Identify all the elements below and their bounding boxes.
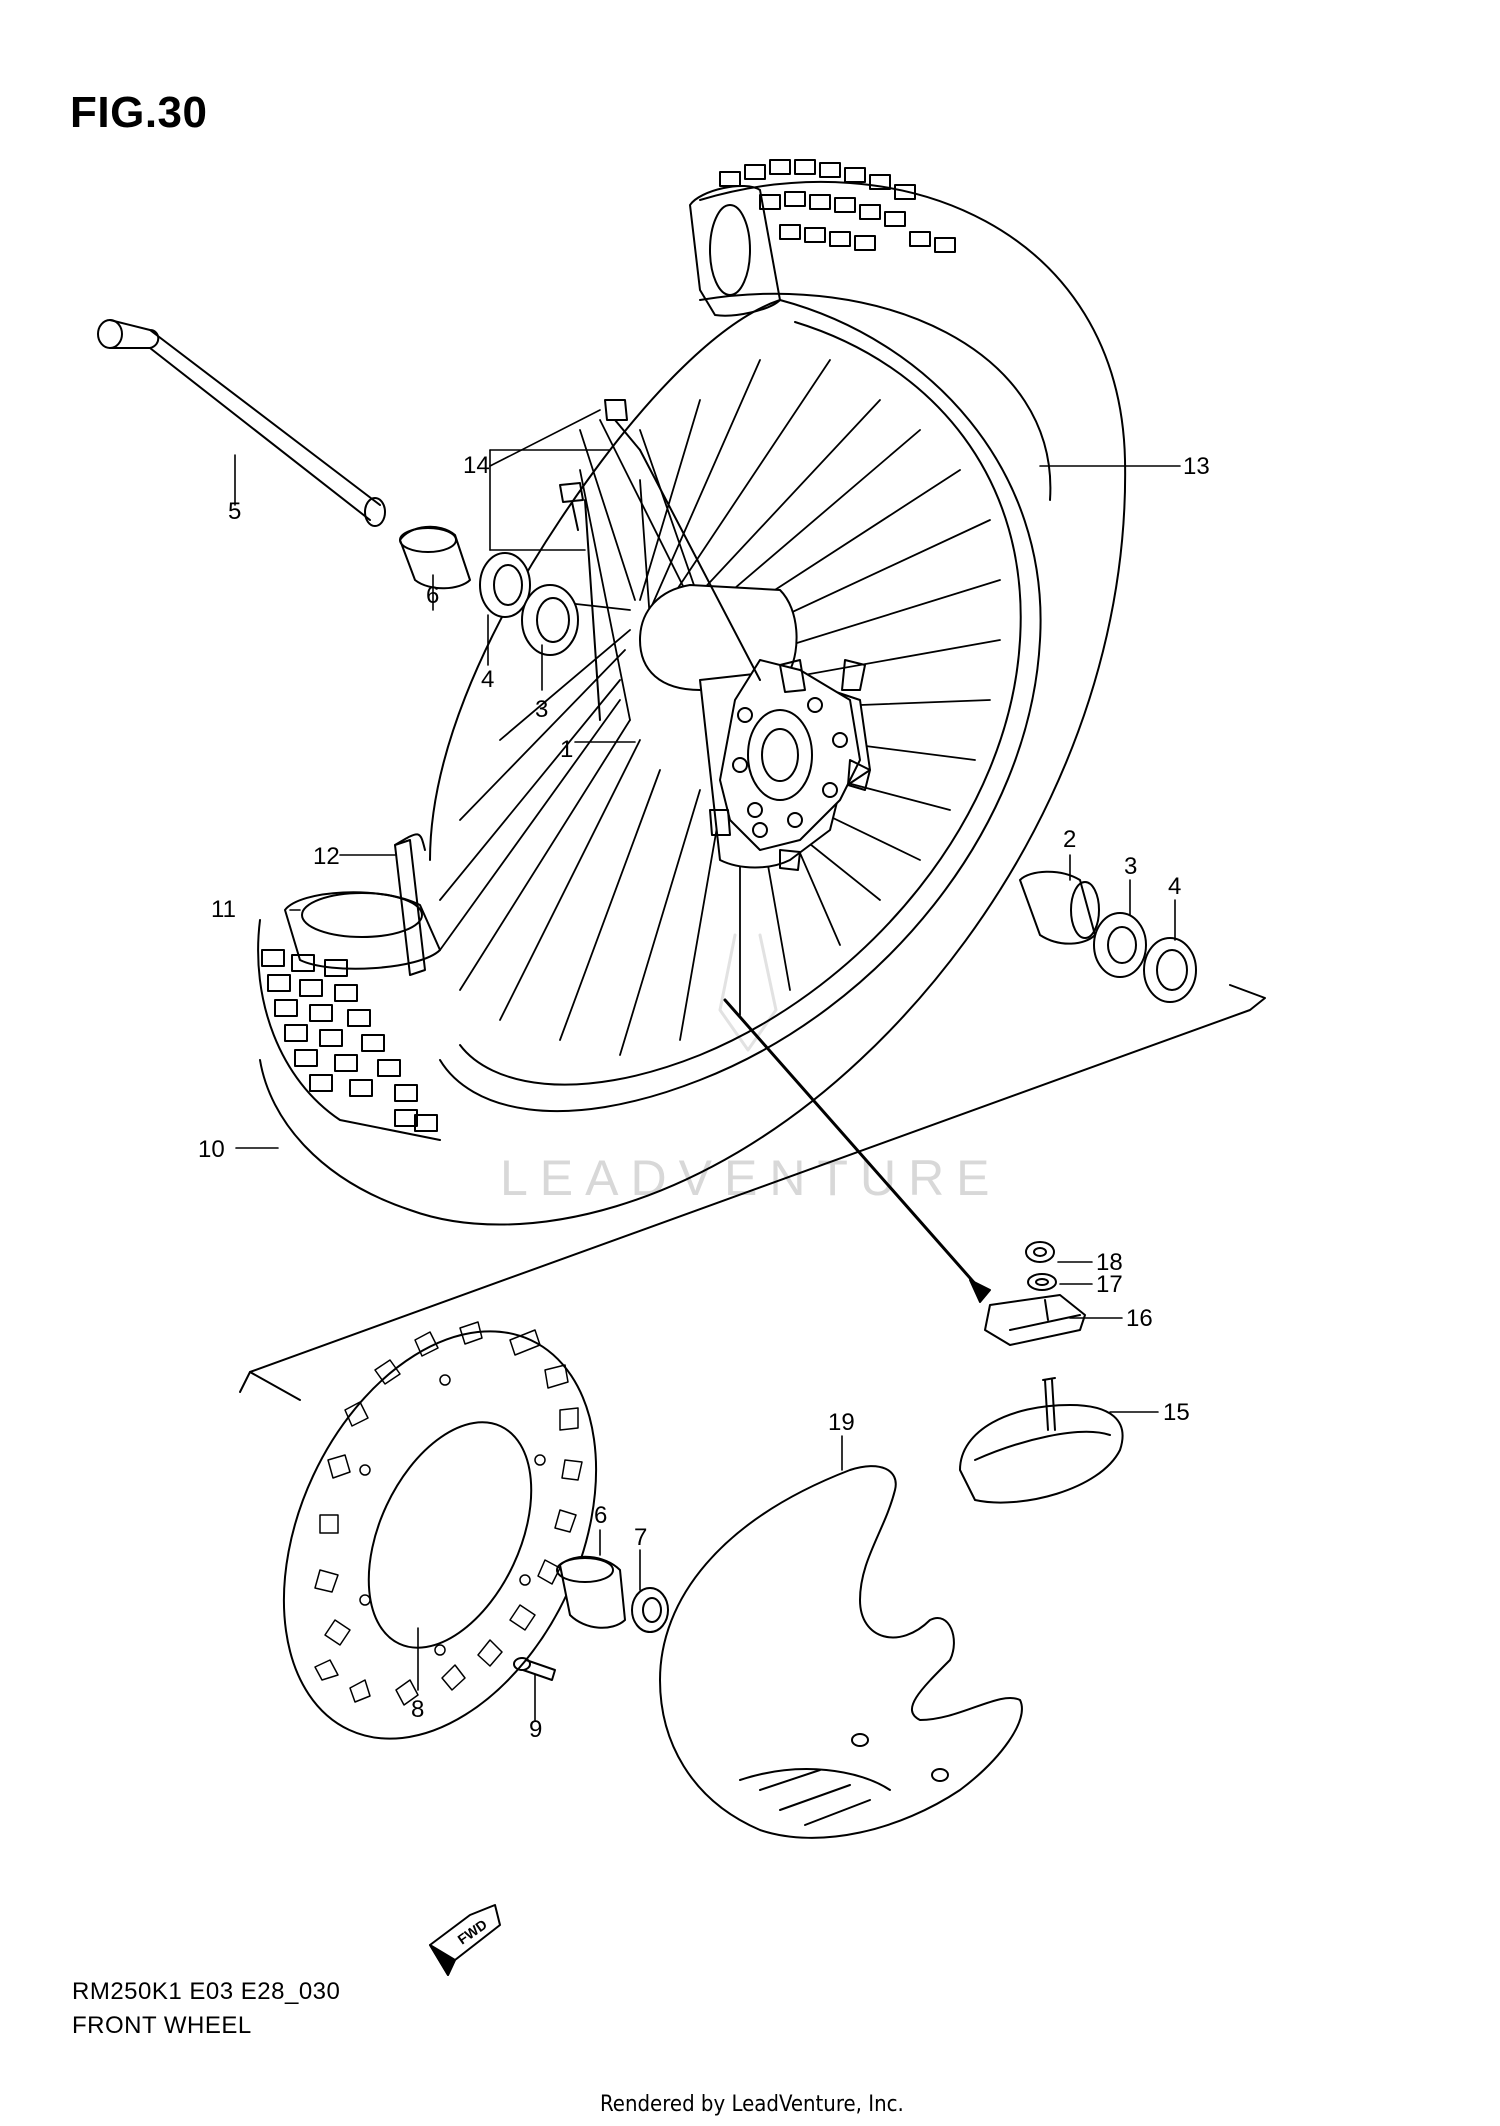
figure-code: RM250K1 E03 E28_030 xyxy=(72,1978,341,2005)
callout-3-upper: 3 xyxy=(535,696,548,723)
forward-arrow: FWD xyxy=(430,1905,500,1975)
collar-lower xyxy=(557,1557,625,1628)
callout-6-lower: 6 xyxy=(594,1502,607,1529)
valve-nut xyxy=(1026,1242,1054,1262)
spoke-nipples xyxy=(560,400,760,720)
callout-11: 11 xyxy=(211,896,236,923)
watermark: LEADVENTURE xyxy=(500,935,1002,1206)
rim xyxy=(430,300,1041,1111)
callout-13: 13 xyxy=(1183,453,1210,480)
callout-16: 16 xyxy=(1126,1305,1153,1332)
rim-lock xyxy=(985,1295,1085,1345)
callout-5: 5 xyxy=(228,498,241,525)
tire-tread-bottom xyxy=(262,950,437,1131)
callout-19: 19 xyxy=(828,1409,855,1436)
rim-tape xyxy=(395,834,425,975)
watermark-text: LEADVENTURE xyxy=(500,1150,1002,1206)
callout-8: 8 xyxy=(411,1696,424,1723)
figure-name: FRONT WHEEL xyxy=(72,2012,252,2039)
callout-2: 2 xyxy=(1063,826,1076,853)
callout-3-right: 3 xyxy=(1124,853,1137,880)
rendered-by-credit: Rendered by LeadVenture, Inc. xyxy=(600,2092,904,2117)
callout-7: 7 xyxy=(634,1524,647,1551)
callout-17: 17 xyxy=(1096,1271,1123,1298)
figure-title: FIG.30 xyxy=(70,88,208,137)
tire-tread-top xyxy=(720,160,955,252)
bearing-upper xyxy=(522,585,578,655)
spacer-right xyxy=(1020,872,1099,944)
callout-14: 14 xyxy=(463,452,490,479)
collar-upper xyxy=(400,527,470,588)
callout-leaders xyxy=(235,410,1180,1720)
valve-leader xyxy=(725,1000,990,1302)
brake-disc xyxy=(222,1281,657,1789)
disc-bolt xyxy=(514,1658,555,1680)
axle-nut xyxy=(632,1588,668,1632)
callout-9: 9 xyxy=(529,1716,542,1743)
tire xyxy=(258,160,1125,1225)
assembly-plane xyxy=(240,985,1265,1400)
callout-12: 12 xyxy=(313,843,340,870)
callout-10: 10 xyxy=(198,1136,225,1163)
hub xyxy=(640,585,870,870)
bearing-right xyxy=(1094,913,1146,977)
disc-cover xyxy=(660,1466,1022,1838)
inner-tube xyxy=(960,1378,1123,1503)
callout-1: 1 xyxy=(560,736,573,763)
callout-6-upper: 6 xyxy=(426,582,439,609)
oil-seal-upper xyxy=(480,553,530,617)
callout-4-right: 4 xyxy=(1168,873,1181,900)
callout-18: 18 xyxy=(1096,1249,1123,1276)
oil-seal-right xyxy=(1144,938,1196,1002)
callout-4-upper: 4 xyxy=(481,666,494,693)
callout-labels: 1 2 3 3 4 4 5 6 6 7 8 9 10 11 12 13 14 1… xyxy=(198,452,1210,1743)
callout-15: 15 xyxy=(1163,1399,1190,1426)
disc-holes xyxy=(315,1322,582,1705)
valve-washer xyxy=(1028,1274,1056,1290)
axle xyxy=(98,320,385,526)
